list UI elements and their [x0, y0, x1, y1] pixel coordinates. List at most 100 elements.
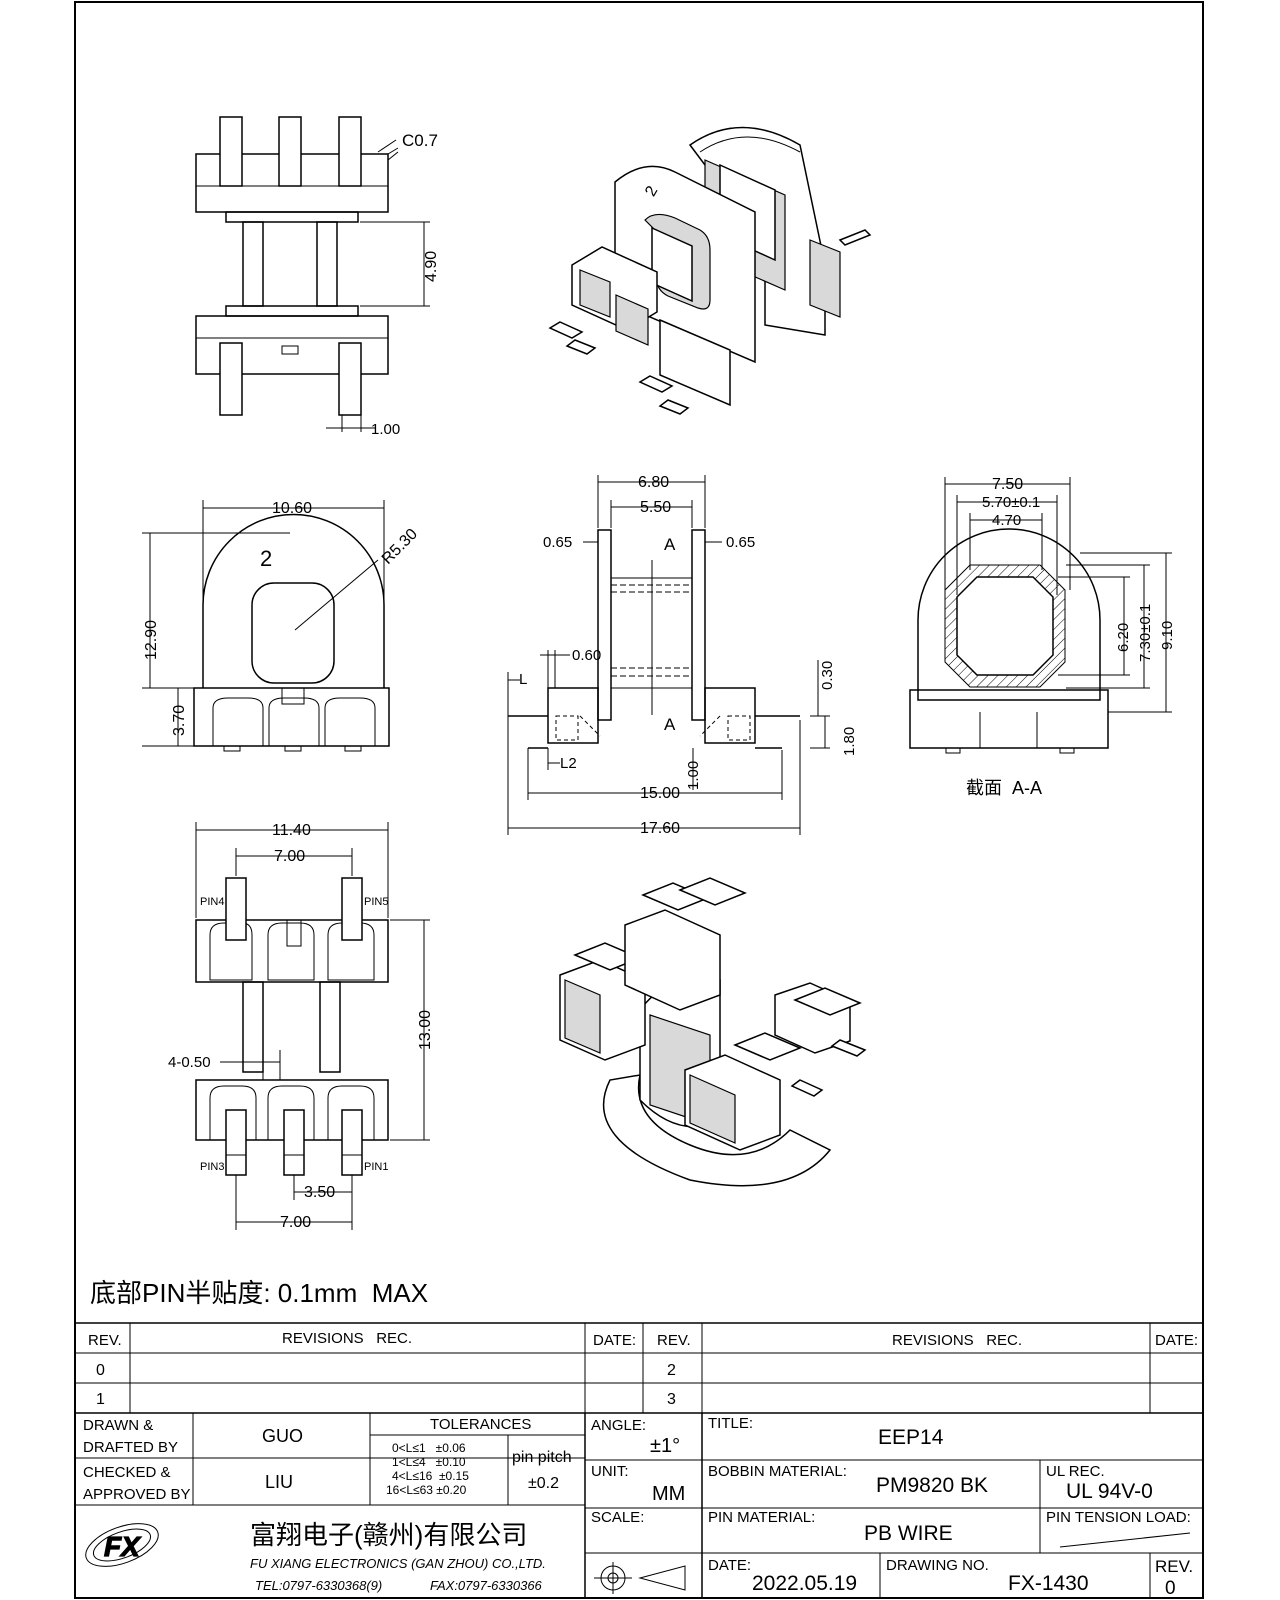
dim-680: 6.80 [638, 474, 669, 491]
unit-label: UNIT: [591, 1463, 629, 1480]
dim-180: 1.80 [841, 727, 858, 756]
dim-060: 0.60 [572, 647, 601, 664]
dim-550: 5.50 [640, 499, 671, 516]
dim-065-right: 0.65 [726, 534, 755, 551]
company-name-cn: 富翔电子(赣州)有限公司 [250, 1520, 527, 1550]
checked-by-value: LIU [265, 1472, 293, 1492]
checked-label-line1: CHECKED & [83, 1464, 171, 1481]
dim-1300: 13.00 [417, 1010, 434, 1050]
pin-material-label: PIN MATERIAL: [708, 1509, 815, 1526]
front-mark-2: 2 [260, 546, 272, 571]
dim-1140: 11.40 [272, 822, 311, 839]
drawing-no-label: DRAWING NO. [886, 1557, 989, 1574]
sheet-border [74, 1, 1204, 1599]
company-tel: TEL:0797-6330368(9) [255, 1578, 382, 1593]
tol-row-2: 1<L≤4 ±0.10 [392, 1455, 466, 1469]
tol-row-3: 4<L≤16 ±0.15 [392, 1469, 469, 1483]
drawn-by-value: GUO [262, 1426, 303, 1446]
date-header-right: DATE: [1155, 1332, 1198, 1349]
dim-030: 0.30 [819, 661, 836, 690]
dim-l: L [519, 671, 527, 688]
company-logo: FX [85, 1523, 159, 1567]
unit-value: MM [652, 1483, 685, 1505]
date-label: DATE: [708, 1557, 751, 1574]
date-header-left: DATE: [593, 1332, 636, 1349]
pin3-label: PIN3 [200, 1161, 224, 1173]
drawn-label-line2: DRAFTED BY [83, 1439, 178, 1456]
dim-370: 3.70 [171, 705, 188, 736]
tolerances-title: TOLERANCES [430, 1416, 531, 1433]
dim-1290: 12.90 [143, 620, 160, 660]
pin-pitch-label: pin pitch [512, 1449, 572, 1466]
tol-row-4: 16<L≤63 ±0.20 [386, 1483, 467, 1497]
dim-1500: 15.00 [640, 785, 680, 802]
section-mark-a-bottom: A [664, 715, 676, 734]
checked-label-line2: APPROVED BY [83, 1486, 191, 1503]
iso-view-lower [559, 877, 867, 1187]
bottom-pin-note: 底部PIN半贴度: 0.1mm MAX [90, 1278, 428, 1308]
dim-100-top: 1.00 [371, 421, 400, 438]
ul-rec-value: UL 94V-0 [1066, 1480, 1153, 1503]
angle-value: ±1° [650, 1435, 680, 1457]
revisions-header-left: REVISIONS REC. [282, 1330, 412, 1347]
rev-header-right: REV. [657, 1332, 691, 1349]
dim-700-top: 7.00 [274, 848, 305, 865]
dim-065-left: 0.65 [543, 534, 572, 551]
view-side: 6.80 5.50 0.65 0.65 A A 0.60 L L2 0.30 1… [507, 474, 858, 837]
bobbin-material-label: BOBBIN MATERIAL: [708, 1463, 847, 1480]
view-top: C0.7 4.90 1.00 [195, 116, 440, 438]
pin-pitch-value: ±0.2 [528, 1475, 559, 1492]
dim-1760: 17.60 [640, 820, 680, 837]
pin4-label: PIN4 [200, 896, 224, 908]
revisions-header-right: REVISIONS REC. [892, 1332, 1022, 1349]
iso-view-upper: 2 [548, 126, 872, 415]
checked-by-label: CHECKED & APPROVED BY [83, 1464, 191, 1503]
dim-100-side: 1.00 [685, 761, 702, 790]
bobbin-material-value: PM9820 BK [876, 1474, 988, 1497]
title-value: EEP14 [878, 1426, 944, 1449]
pin1-label: PIN1 [364, 1161, 388, 1173]
dim-490: 4.90 [423, 251, 440, 282]
title-block: DRAWN & DRAFTED BY GUO CHECKED & APPROVE… [75, 1413, 1203, 1599]
revision-table: REV. REVISIONS REC. DATE: REV. REVISIONS… [75, 1322, 1203, 1414]
dim-730: 7.30±0.1 [1137, 604, 1154, 662]
angle-label: ANGLE: [591, 1417, 646, 1434]
rev-value: 0 [1165, 1578, 1176, 1599]
drawing-no-value: FX-1430 [1008, 1572, 1089, 1595]
rev-label: REV. [1155, 1557, 1193, 1576]
view-bottom: 11.40 7.00 PIN4 PIN5 13.00 4-0.50 PIN3 P… [168, 822, 434, 1231]
dim-c07: C0.7 [402, 131, 438, 150]
drawn-by-label: DRAWN & DRAFTED BY [83, 1417, 178, 1456]
dim-910: 9.10 [1159, 621, 1176, 650]
dim-700-bottom: 7.00 [280, 1214, 311, 1231]
pin-material-value: PB WIRE [864, 1522, 953, 1545]
title-label: TITLE: [708, 1415, 753, 1432]
date-value: 2022.05.19 [752, 1572, 857, 1595]
rev-row-2: 2 [667, 1362, 676, 1379]
pin5-label: PIN5 [364, 896, 388, 908]
scale-label: SCALE: [591, 1509, 644, 1526]
projection-symbol-icon [594, 1562, 686, 1594]
dim-570: 5.70±0.1 [982, 494, 1040, 511]
rev-row-0: 0 [96, 1362, 105, 1379]
rev-row-1: 1 [96, 1391, 105, 1408]
dim-1060: 10.60 [272, 500, 312, 517]
dim-750: 7.50 [992, 476, 1023, 493]
dim-350: 3.50 [304, 1184, 335, 1201]
dim-050: 4-0.50 [168, 1054, 211, 1071]
pin-tension-label: PIN TENSION LOAD: [1046, 1509, 1191, 1526]
company-fax: FAX:0797-6330366 [430, 1578, 543, 1593]
rev-header-left: REV. [88, 1332, 122, 1349]
dim-470: 4.70 [992, 512, 1021, 529]
dim-r530: R5.30 [379, 526, 421, 568]
section-mark-a-top: A [664, 535, 676, 554]
drawn-label-line1: DRAWN & [83, 1417, 153, 1434]
view-front: 10.60 R5.30 2 12.90 3.70 [142, 500, 421, 752]
rev-row-3: 3 [667, 1391, 676, 1408]
logo-text: FX [104, 1531, 142, 1562]
dim-l2: L2 [560, 755, 577, 772]
dim-620: 6.20 [1115, 623, 1132, 652]
ul-rec-label: UL REC. [1046, 1463, 1105, 1480]
company-name-en: FU XIANG ELECTRONICS (GAN ZHOU) CO.,LTD. [250, 1556, 546, 1571]
